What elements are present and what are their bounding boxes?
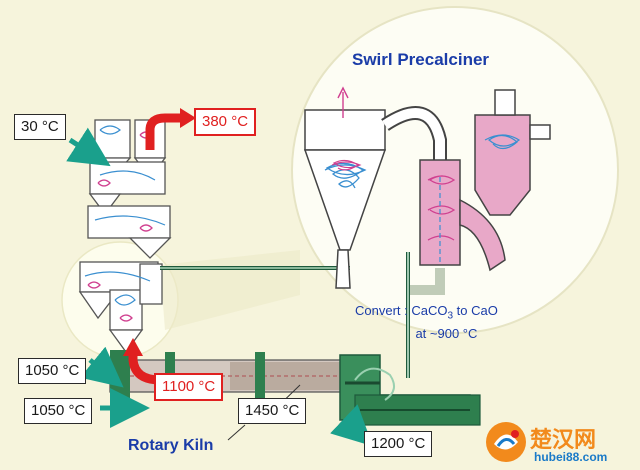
material-swirl	[119, 314, 133, 322]
cyclone-stage-4-cone	[78, 291, 120, 320]
cyclone-stage-2-cone	[88, 193, 122, 216]
zoom-calciner-elbow	[459, 198, 506, 272]
conversion-suffix: to CaO	[453, 303, 498, 318]
zoom-cyclone-cone	[303, 149, 387, 251]
zoom-cyclone-top	[304, 109, 386, 151]
temp-preheater-exit: 380 °C	[194, 108, 257, 136]
temp-preheater-inlet: 30 °C	[14, 114, 66, 140]
temp-kiln-gas-upper: 1050 °C	[18, 358, 87, 384]
kiln-inlet-box	[110, 350, 130, 400]
hot-gas-arrowhead-preheater	[180, 108, 196, 128]
flow-line	[94, 215, 166, 226]
riser-duct	[139, 263, 163, 305]
conversion-note-line1: Convert : CaCO3 to CaO	[355, 302, 498, 325]
conversion-subscript: 3	[447, 310, 454, 322]
temp-clinker-out: 1200 °C	[364, 431, 433, 457]
flow-line	[99, 170, 156, 181]
zoom-gas-duct-inner	[382, 108, 445, 160]
zoom-cyclone-outlet-arrow	[337, 86, 349, 99]
conversion-note-line2: at ~900 °C	[415, 325, 478, 341]
temp-kiln-gas-lower: 1050 °C	[24, 398, 93, 424]
cyclone-stage-5	[109, 289, 143, 331]
zoom-calciner-swirl-chamber	[474, 114, 531, 216]
rotary-kiln-title: Rotary Kiln	[128, 437, 214, 454]
zoom-cyclone-spiral	[324, 162, 367, 189]
zoom-connector	[160, 250, 300, 330]
zoom-cyclone	[303, 109, 387, 289]
conversion-prefix: Convert : CaCO	[355, 303, 448, 318]
zoom-cyclone-material-spiral	[331, 159, 362, 171]
hot-gas-arrow-preheater	[145, 113, 185, 150]
preheater-material-swirls	[87, 131, 153, 322]
conversion-note: Convert : CaCO3 to CaO at ~900 °C	[355, 302, 498, 342]
air-arrow-inlet	[66, 127, 111, 167]
precalciner-title: Swirl Precalciner	[352, 50, 490, 69]
zoom-calciner-chamber-spiral	[484, 134, 521, 150]
zoom-calciner-top-inlet	[494, 89, 516, 116]
watermark-logo: 楚汉网 hubei88.com	[484, 418, 634, 468]
material-swirl	[87, 281, 101, 289]
zoom-calciner-side-inlet	[529, 124, 551, 140]
air-arrow-cooler	[330, 404, 373, 447]
logo-url: hubei88.com	[534, 450, 608, 464]
temp-kiln-inlet: 1100 °C	[154, 373, 224, 401]
logo-emblem-icon	[486, 422, 526, 462]
zoom-duct-to-preheater	[410, 268, 445, 295]
air-arrow-upper	[79, 346, 124, 388]
cyclone-stage-2	[89, 161, 166, 195]
flow-line	[114, 294, 136, 306]
label-leader-rotary-kiln	[227, 424, 246, 441]
logo-text-cn: 楚汉网	[530, 428, 597, 453]
temp-kiln-burning: 1450 °C	[238, 398, 307, 424]
material-swirl	[97, 179, 111, 187]
cyclone-stage-3-cone	[128, 237, 172, 259]
zoom-calciner-spiral	[427, 175, 456, 241]
kiln-swirl-path	[354, 367, 395, 401]
zoom-cyclone-dip-pipe	[335, 249, 351, 289]
kiln-tyre-2	[255, 352, 265, 400]
hot-gas-arrowhead-kiln	[123, 338, 143, 356]
flow-line	[84, 271, 151, 282]
material-swirl	[139, 224, 153, 232]
